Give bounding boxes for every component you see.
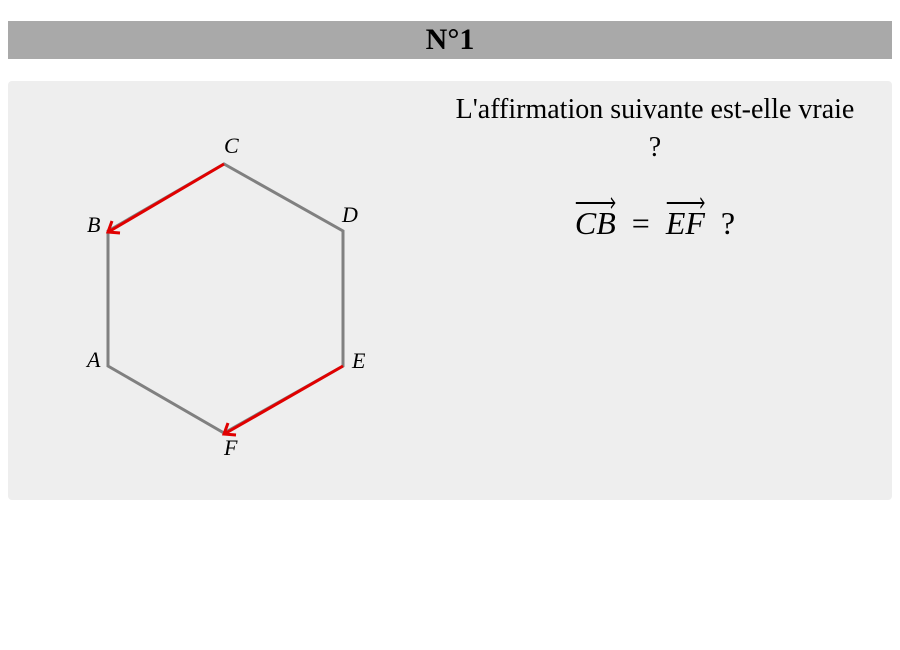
vector-ef: EF <box>665 197 705 242</box>
question-mark: ? <box>720 205 736 241</box>
hexagon-figure: C B D A E F <box>85 133 366 460</box>
vector-cb-arrowhead <box>105 220 121 235</box>
vector-ef-label: EF <box>665 205 705 241</box>
point-label-f: F <box>223 435 238 460</box>
exercise-card: C B D A E F L'affirmation suivante est-e… <box>8 81 892 500</box>
hexagon-outline <box>106 162 345 435</box>
vector-cb-label: CB <box>574 205 616 241</box>
vector-arrow-icon <box>575 197 616 209</box>
header-bar: N°1 <box>8 21 892 59</box>
point-label-d: D <box>341 202 358 227</box>
point-label-c: C <box>224 133 239 158</box>
exercise-number: N°1 <box>425 23 475 56</box>
point-label-b: B <box>87 212 100 237</box>
vector-cb: CB <box>574 197 616 242</box>
vector-arrow-icon <box>666 197 705 209</box>
equals-sign: = <box>631 205 650 241</box>
vector-cb-line <box>109 162 225 233</box>
vector-ef-line <box>225 364 344 435</box>
question-text: L'affirmation suivante est-elle vraie ? <box>455 94 855 163</box>
vector-ef-arrowhead <box>221 422 237 437</box>
point-label-a: A <box>85 347 101 372</box>
point-label-e: E <box>351 348 366 373</box>
vector-equation: CB = EF ? <box>448 197 862 242</box>
